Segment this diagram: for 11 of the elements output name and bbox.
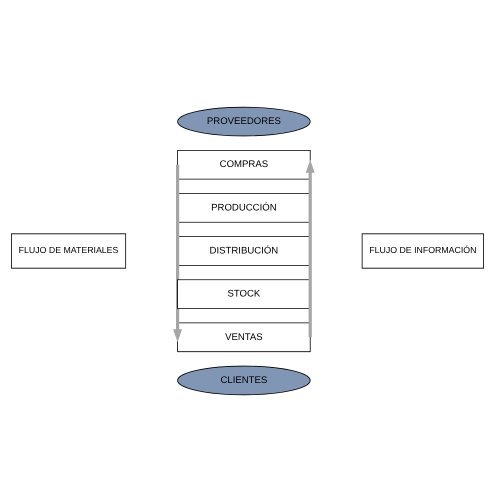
arrow	[306, 159, 315, 337]
node-box: STOCK	[177, 278, 311, 308]
node-box: COMPRAS	[177, 149, 311, 179]
node-box: PRODUCCIÓN	[177, 192, 311, 222]
node-box: DISTRIBUCIÓN	[177, 236, 311, 266]
node-ellipse: CLIENTES	[177, 365, 311, 395]
node-ellipse: PROVEEDORES	[177, 106, 311, 136]
node-box: FLUJO DE INFORMACIÓN	[362, 232, 484, 268]
node-box: FLUJO DE MATERIALES	[11, 232, 126, 268]
node-box: VENTAS	[177, 322, 311, 352]
arrow	[173, 164, 182, 342]
